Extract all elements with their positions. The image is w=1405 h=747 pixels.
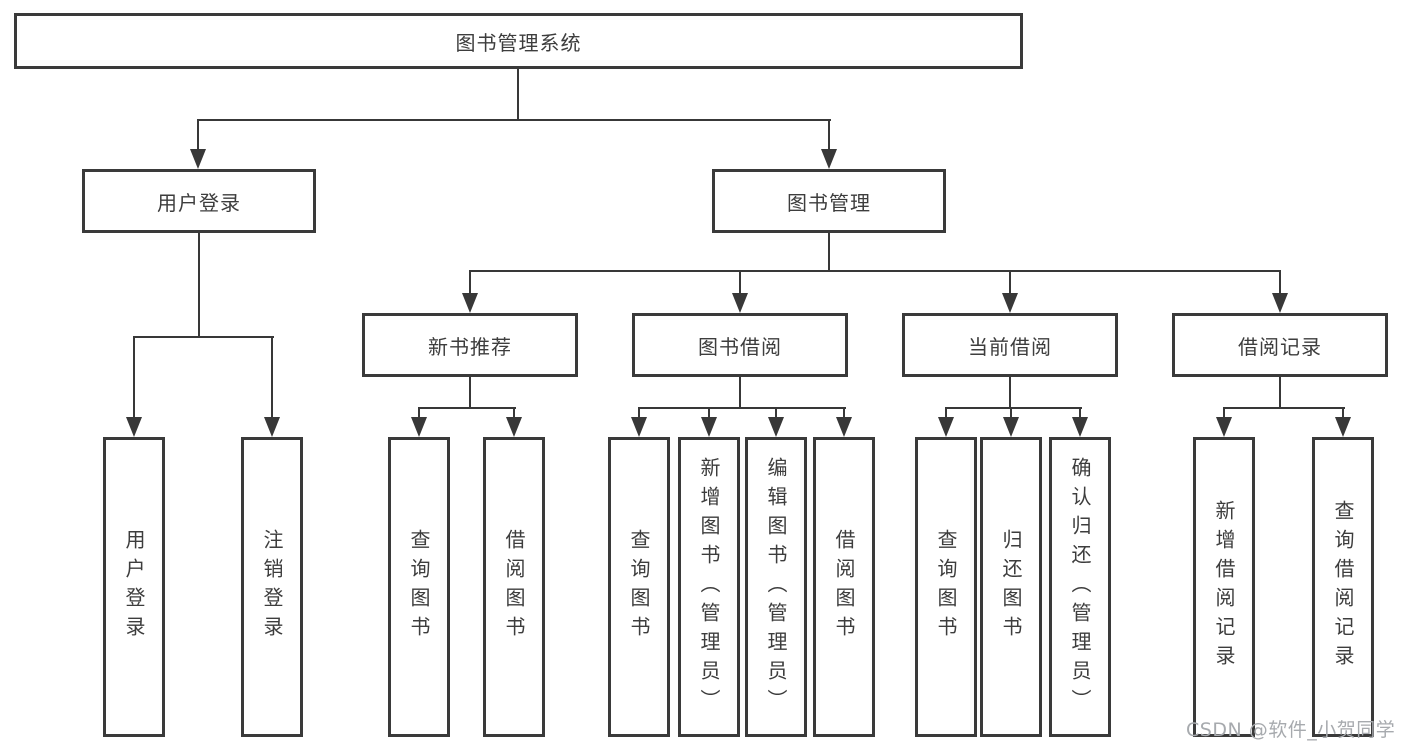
leaf-logout: 注销登录 (241, 437, 303, 737)
node-book-management-label: 图书管理 (787, 190, 871, 215)
leaf-query-books-borrow: 查询图书 (608, 437, 670, 737)
connector (827, 233, 831, 272)
node-library-system-label: 图书管理系统 (455, 30, 582, 55)
arrow-down-icon (462, 293, 478, 313)
leaf-borrow-books-label: 借阅图书 (832, 529, 856, 645)
leaf-return-books: 归还图书 (980, 437, 1042, 737)
leaf-user-login: 用户登录 (103, 437, 165, 737)
connector (417, 406, 516, 410)
node-book-borrowing-label: 图书借阅 (698, 334, 782, 359)
connector (197, 233, 201, 338)
arrow-down-icon (411, 417, 427, 437)
leaf-add-books-admin: 新增图书（管理员） (678, 437, 740, 737)
connector (1278, 270, 1282, 295)
arrow-down-icon (768, 417, 784, 437)
node-library-system: 图书管理系统 (14, 13, 1023, 69)
leaf-query-books-current: 查询图书 (915, 437, 977, 737)
node-borrow-records: 借阅记录 (1172, 313, 1388, 377)
node-user-login: 用户登录 (82, 169, 316, 233)
arrow-down-icon (190, 149, 206, 169)
arrow-down-icon (1335, 417, 1351, 437)
arrow-down-icon (126, 417, 142, 437)
connector (1009, 407, 1013, 419)
connector (516, 69, 520, 121)
connector (738, 377, 742, 409)
connector (196, 119, 200, 150)
node-user-login-label: 用户登录 (157, 190, 241, 215)
arrow-down-icon (1072, 417, 1088, 437)
arrow-down-icon (701, 417, 717, 437)
leaf-add-books-admin-label: 新增图书（管理员） (697, 456, 721, 718)
connector (1222, 406, 1345, 410)
csdn-watermark: CSDN @软件_小贺同学 (1186, 719, 1396, 741)
leaf-add-borrow-record: 新增借阅记录 (1193, 437, 1255, 737)
arrow-down-icon (1216, 417, 1232, 437)
node-current-borrowing-label: 当前借阅 (968, 334, 1052, 359)
connector (944, 407, 948, 419)
leaf-borrow-books-recommend-label: 借阅图书 (502, 529, 526, 645)
connector (132, 336, 136, 418)
node-new-book-recommend: 新书推荐 (362, 313, 578, 377)
leaf-query-books-recommend: 查询图书 (388, 437, 450, 737)
leaf-confirm-return-admin: 确认归还（管理员） (1049, 437, 1111, 737)
leaf-confirm-return-admin-label: 确认归还（管理员） (1068, 456, 1092, 718)
leaf-borrow-books-recommend: 借阅图书 (483, 437, 545, 737)
connector (1222, 407, 1226, 419)
connector (1278, 377, 1282, 409)
connector (1008, 377, 1012, 409)
connector (468, 377, 472, 409)
arrow-down-icon (1272, 293, 1288, 313)
connector (1008, 270, 1012, 295)
connector (1341, 407, 1345, 419)
arrow-down-icon (631, 417, 647, 437)
connector (842, 407, 846, 419)
arrow-down-icon (938, 417, 954, 437)
connector (827, 119, 831, 150)
connector (774, 407, 778, 419)
arrow-down-icon (1002, 293, 1018, 313)
leaf-query-books-recommend-label: 查询图书 (407, 529, 431, 645)
connector (417, 407, 421, 419)
node-current-borrowing: 当前借阅 (902, 313, 1118, 377)
leaf-edit-books-admin: 编辑图书（管理员） (745, 437, 807, 737)
leaf-borrow-books: 借阅图书 (813, 437, 875, 737)
leaf-query-books-current-label: 查询图书 (934, 529, 958, 645)
leaf-query-books-borrow-label: 查询图书 (627, 529, 651, 645)
node-book-management: 图书管理 (712, 169, 946, 233)
node-book-borrowing: 图书借阅 (632, 313, 848, 377)
connector (738, 270, 742, 295)
arrow-down-icon (506, 417, 522, 437)
leaf-user-login-label: 用户登录 (122, 529, 146, 645)
arrow-down-icon (264, 417, 280, 437)
leaf-return-books-label: 归还图书 (999, 529, 1023, 645)
connector (132, 335, 274, 339)
leaf-query-borrow-record: 查询借阅记录 (1312, 437, 1374, 737)
node-borrow-records-label: 借阅记录 (1238, 334, 1322, 359)
arrow-down-icon (1003, 417, 1019, 437)
connector (270, 336, 274, 418)
connector (707, 407, 711, 419)
leaf-logout-label: 注销登录 (260, 529, 284, 645)
node-new-book-recommend-label: 新书推荐 (428, 334, 512, 359)
connector (1078, 407, 1082, 419)
leaf-edit-books-admin-label: 编辑图书（管理员） (764, 456, 788, 718)
connector (196, 118, 831, 122)
connector (512, 407, 516, 419)
connector (637, 407, 641, 419)
leaf-query-borrow-record-label: 查询借阅记录 (1331, 500, 1355, 674)
arrow-down-icon (732, 293, 748, 313)
leaf-add-borrow-record-label: 新增借阅记录 (1212, 500, 1236, 674)
connector (468, 269, 1281, 273)
arrow-down-icon (821, 149, 837, 169)
connector (637, 406, 846, 410)
connector (944, 406, 1082, 410)
arrow-down-icon (836, 417, 852, 437)
connector (468, 270, 472, 295)
